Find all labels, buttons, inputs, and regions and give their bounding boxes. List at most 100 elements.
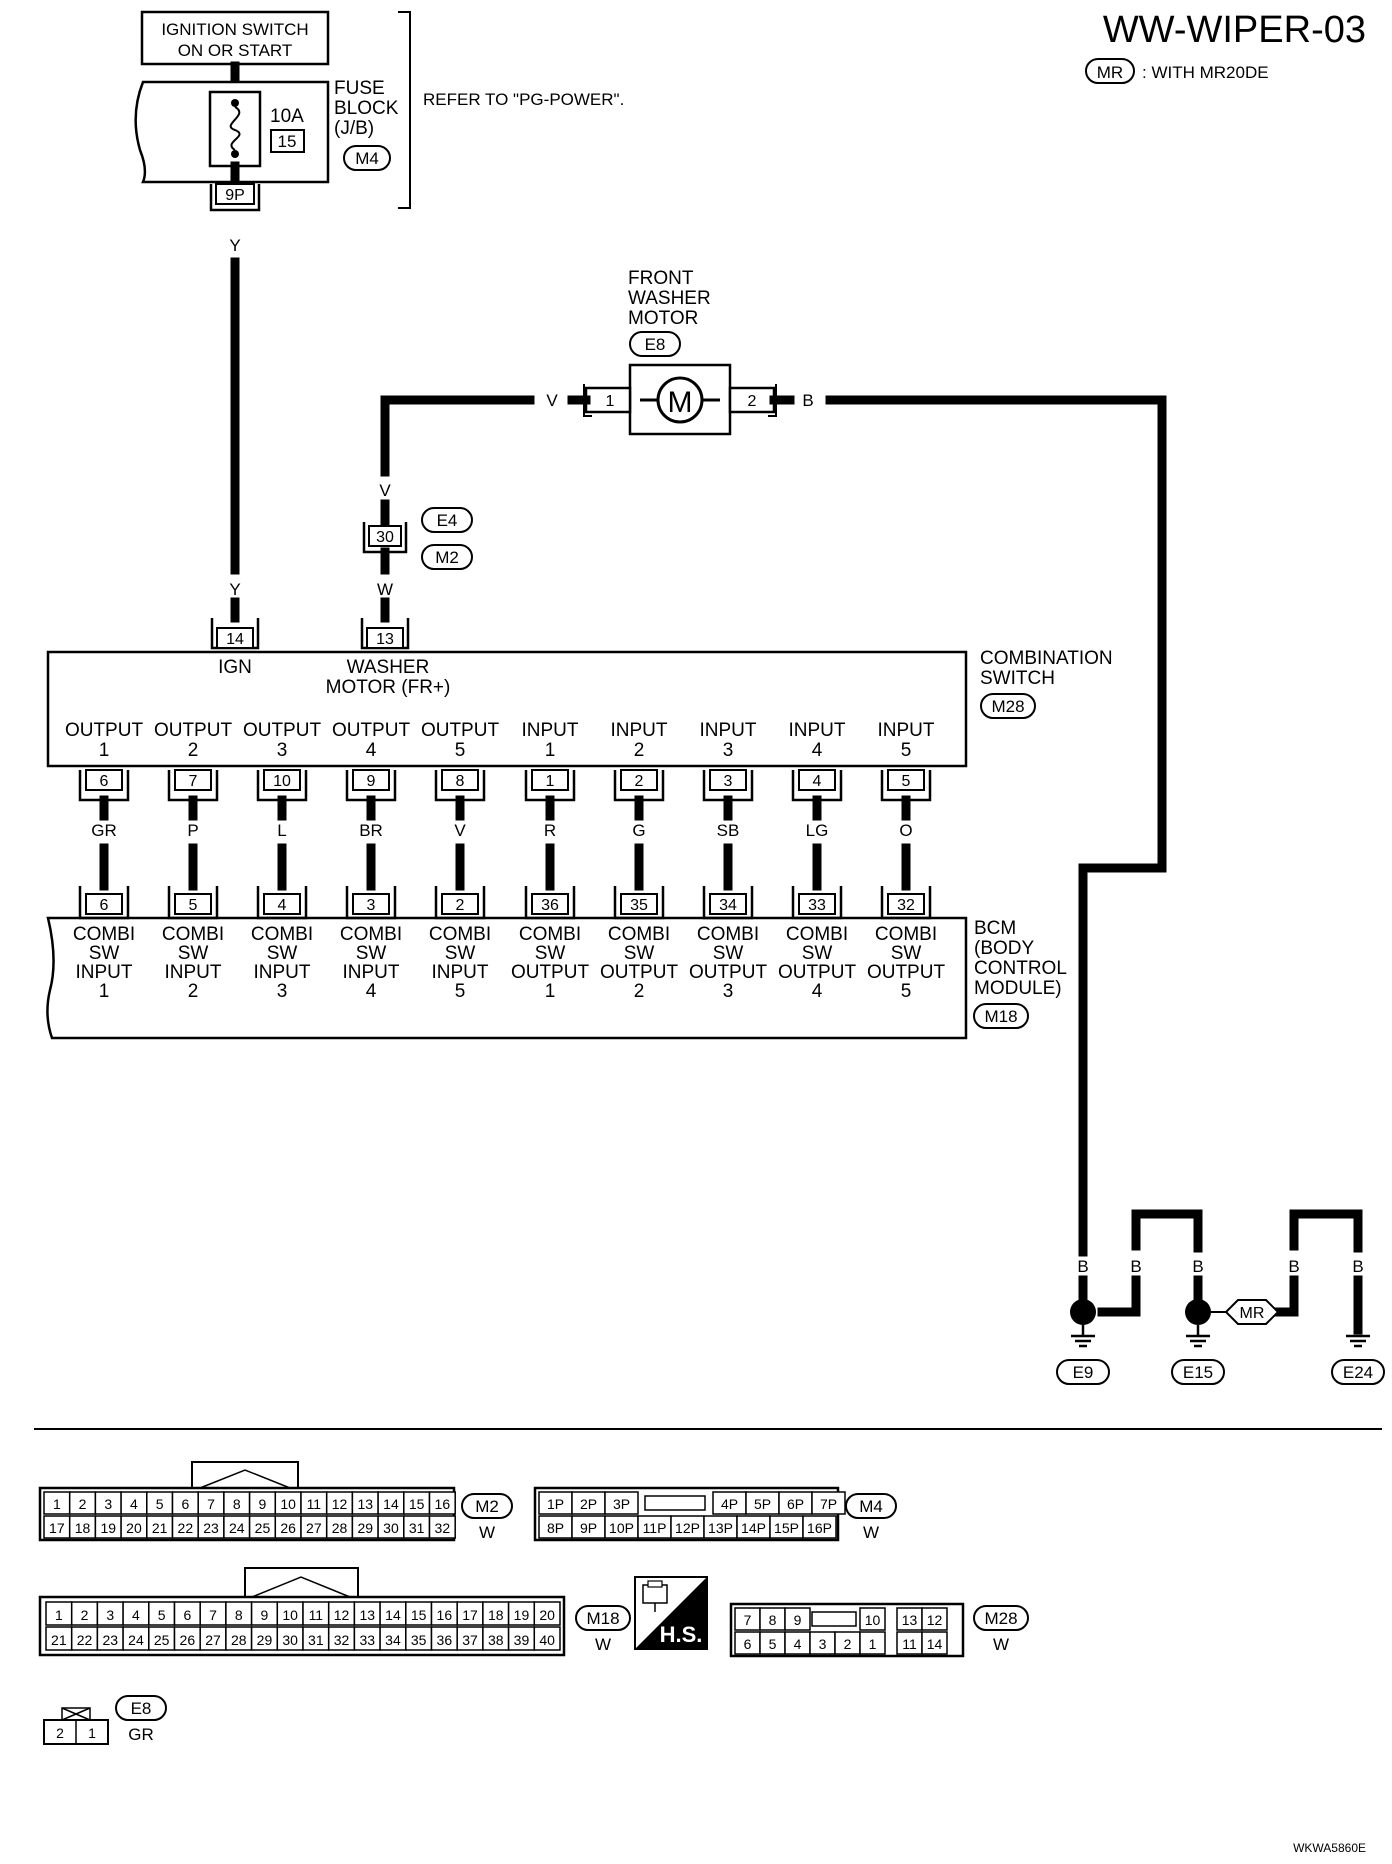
connector-cell-label: 6 (183, 1607, 191, 1623)
harness-color-code: L (277, 821, 286, 840)
wire-v (380, 395, 535, 477)
connector-cell-label: 13P (708, 1520, 733, 1536)
bcm-terminal-label: SW (356, 943, 387, 964)
connector-cell-label: 29 (357, 1520, 373, 1536)
cs-washer-label1: WASHER (347, 657, 430, 678)
wire-label-fuse: Y (229, 236, 240, 255)
bcm-terminal-label: SW (891, 943, 922, 964)
connector-cell-label: 11 (309, 1607, 324, 1623)
connector-cell-label: 8P (547, 1520, 564, 1536)
bcm-terminal-label: INPUT (432, 962, 489, 983)
bcm-terminal-pin-box (174, 893, 212, 915)
e8-color: GR (128, 1725, 154, 1744)
bcm-terminal-bracket (345, 886, 397, 920)
connector-cell-label: 15P (774, 1520, 799, 1536)
harness-color-code: O (899, 821, 912, 840)
connector-cell (859, 1631, 886, 1655)
junction-pin: 30 (376, 529, 394, 546)
ground-label-b5: B (1352, 1257, 1363, 1276)
m2-color: W (479, 1523, 495, 1542)
ground-mr-tag: MR (1240, 1305, 1265, 1322)
cs-terminal-pin-box (798, 769, 836, 791)
cs-terminals: OUTPUT16OUTPUT27OUTPUT310OUTPUT49OUTPUT5… (65, 720, 935, 802)
fuse-block-name3: (J/B) (334, 118, 374, 139)
connector-cell-label: 32 (334, 1632, 350, 1648)
cs-terminal-label: INPUT (878, 720, 935, 741)
cs-terminal-pin: 1 (546, 773, 555, 790)
bcm-terminal-pin: 3 (367, 897, 376, 914)
connector-cell (921, 1631, 948, 1655)
m28-id: M28 (984, 1609, 1017, 1628)
connector-cell-label: 12 (334, 1607, 350, 1623)
wire-label-w: W (377, 580, 393, 599)
junction-conn-e4: E4 (437, 511, 458, 530)
bcm-terminal-pin: 33 (808, 897, 826, 914)
ground-icon-e15 (1186, 1325, 1210, 1348)
connector-cell-label: 17 (462, 1607, 478, 1623)
bcm-terminal-label: COMBI (786, 924, 848, 945)
connector-cell-label: 20 (126, 1520, 142, 1536)
cs-terminal-label: INPUT (700, 720, 757, 741)
connector-cell (533, 1601, 561, 1626)
bcm-terminal-bracket (78, 886, 130, 920)
ground-icon-e24 (1346, 1334, 1370, 1348)
bcm-terminal-label: SW (535, 943, 566, 964)
fuse-block: 10A 15 FUSE BLOCK (J/B) M4 (134, 78, 399, 189)
harness-color-code: G (632, 821, 645, 840)
connector-cell-label: 10 (282, 1607, 298, 1623)
connector-cell-label: 14 (385, 1607, 401, 1623)
connector-cell (428, 1515, 456, 1539)
connector-cell-label: 11 (307, 1496, 322, 1512)
fuse-icon (229, 99, 241, 158)
cs-terminal-num: 5 (901, 740, 912, 761)
connector-cell-label: 4 (130, 1496, 138, 1512)
junction-connector-30: 30 E4 M2 (362, 507, 473, 570)
bcm-terminal-label: COMBI (608, 924, 670, 945)
washer-motor-connector: E8 (645, 335, 666, 354)
cs-ign-connector: 14 (210, 618, 260, 650)
connector-cell-label: 10 (280, 1496, 296, 1512)
connector-cell-label: 9 (794, 1612, 802, 1628)
bcm-name1: BCM (974, 918, 1016, 939)
connector-view-e8: 2 1 E8 GR (43, 1695, 167, 1745)
cs-terminal-label: OUTPUT (243, 720, 322, 741)
cs-terminal-num: 4 (812, 740, 823, 761)
connector-cell-label: 31 (409, 1520, 425, 1536)
cs-terminal-pin-box (352, 769, 390, 791)
connector-cell-label: 22 (178, 1520, 194, 1536)
cs-terminal-label: OUTPUT (332, 720, 411, 741)
connector-cell-label: 40 (539, 1632, 555, 1648)
bcm-terminal-label: OUTPUT (689, 962, 768, 983)
connector-cell-label: 12 (927, 1612, 943, 1628)
connector-cell-label: 28 (231, 1632, 247, 1648)
cs-terminal-num: 4 (366, 740, 377, 761)
bcm-terminal-pin: 35 (630, 897, 648, 914)
harness-color-code: GR (91, 821, 117, 840)
bcm-terminal-label: OUTPUT (867, 962, 946, 983)
bcm-terminal-label: OUTPUT (511, 962, 590, 983)
connector-cell-label: 30 (282, 1632, 298, 1648)
cs-terminal-pin-box (709, 769, 747, 791)
wire-b-ground (825, 395, 1167, 1257)
ground-splice-e15 (1185, 1299, 1211, 1325)
bcm-terminal-label: 3 (277, 981, 288, 1002)
connector-cell-label: 4 (794, 1636, 802, 1652)
bcm-terminal-label: COMBI (519, 924, 581, 945)
connector-cell-label: 16 (437, 1607, 453, 1623)
connector-cell-label: 28 (332, 1520, 348, 1536)
connector-cell-label: 15 (411, 1607, 427, 1623)
bcm-terminal-bracket (434, 886, 486, 920)
bcm-terminal-label: 2 (188, 981, 199, 1002)
m4-latch (644, 1495, 706, 1511)
cs-terminal-num: 3 (723, 740, 734, 761)
bcm-terminal-label: SW (624, 943, 655, 964)
connector-cell-label: 12 (332, 1496, 348, 1512)
connector-cell-label: 30 (383, 1520, 399, 1536)
washer-motor-name3: MOTOR (628, 308, 698, 329)
connector-cell-label: 1 (53, 1496, 61, 1512)
bcm-terminal-pin: 36 (541, 897, 559, 914)
